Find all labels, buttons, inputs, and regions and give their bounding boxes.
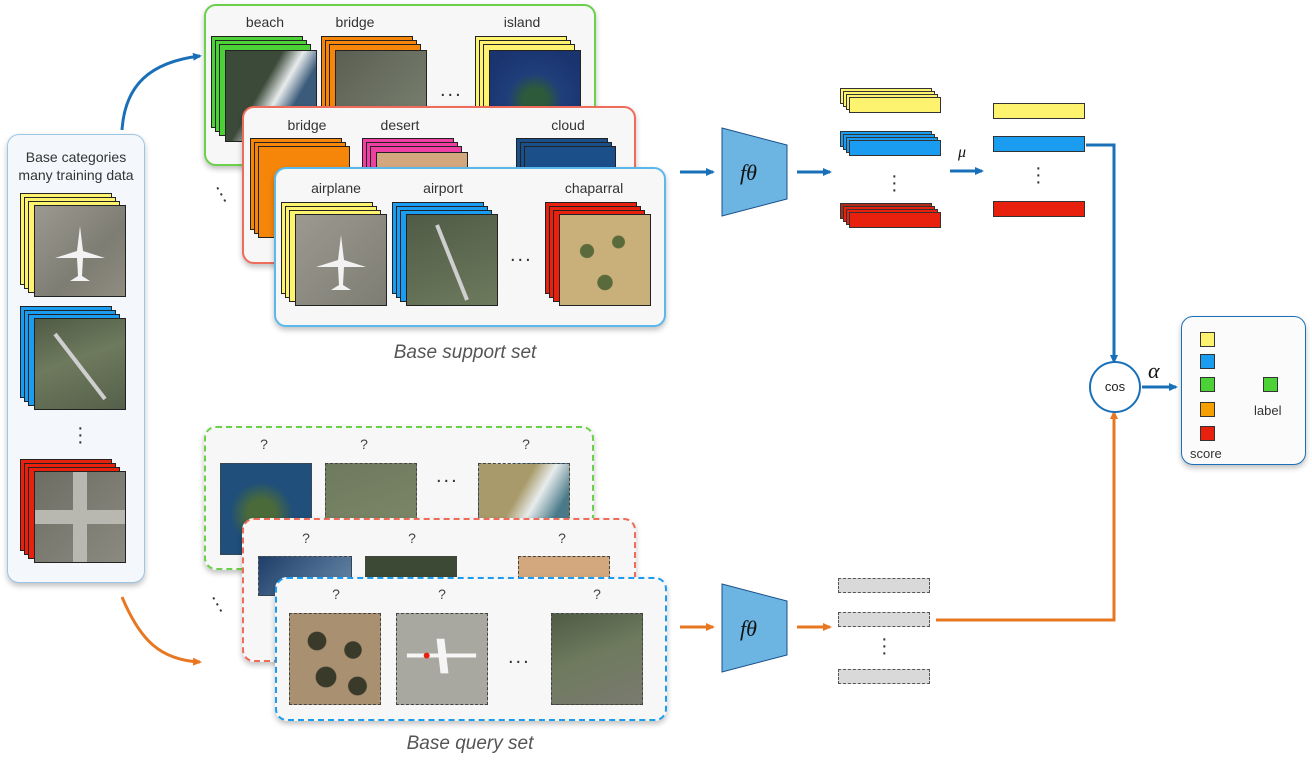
support-back-label-3: island xyxy=(503,14,541,30)
query-front-q3: ? xyxy=(593,586,601,602)
base-vertical-dots: ··· xyxy=(77,417,84,453)
support-back-ellipsis: ... xyxy=(440,79,463,101)
predicted-label-square xyxy=(1263,377,1278,392)
support-back-label-1: beach xyxy=(245,14,285,30)
score-orange xyxy=(1200,402,1215,417)
arrow-to-support xyxy=(120,52,202,131)
cos-circle xyxy=(1089,361,1141,413)
query-feature-1 xyxy=(838,578,930,593)
arrow-qfeatures-cos xyxy=(936,410,1118,622)
query-middle-q2: ? xyxy=(408,530,416,546)
query-back-q3: ? xyxy=(522,436,530,452)
query-feature-2 xyxy=(838,612,930,627)
query-back-q1: ? xyxy=(260,436,268,452)
support-front-ellipsis: ... xyxy=(510,244,533,266)
airport-image xyxy=(34,318,126,410)
arrow-to-query xyxy=(120,596,202,666)
score-text: score xyxy=(1190,446,1222,461)
support-caption: Base support set xyxy=(393,342,537,363)
query-image-airplane xyxy=(396,613,488,705)
score-red xyxy=(1200,426,1215,441)
prototype-red xyxy=(993,201,1085,217)
support-back-label-2: bridge xyxy=(335,14,375,30)
airplane-image xyxy=(34,205,126,297)
query-middle-q1: ? xyxy=(302,530,310,546)
query-feature-dots: ··· xyxy=(881,628,888,664)
support-encoder-label: fθ xyxy=(740,160,757,185)
feature-vertical-dots: ··· xyxy=(891,165,898,201)
support-front-label-2: airport xyxy=(423,180,463,196)
query-encoder-label: fθ xyxy=(740,616,757,641)
base-categories-title-line2: many training data xyxy=(18,167,134,183)
query-front-q1: ? xyxy=(332,586,340,602)
query-back-ellipsis: ... xyxy=(436,465,459,487)
alpha-label: α xyxy=(1148,358,1160,383)
score-blue xyxy=(1200,354,1215,369)
query-feature-3 xyxy=(838,669,930,684)
base-categories-title-line1: Base categories xyxy=(25,149,127,165)
mean-label: μ xyxy=(958,144,967,161)
support-middle-label-1: bridge xyxy=(287,117,327,133)
query-image-airport xyxy=(551,613,643,705)
prototype-yellow xyxy=(993,103,1085,119)
query-middle-q3: ? xyxy=(558,530,566,546)
cos-label: cos xyxy=(1104,379,1126,394)
score-yellow xyxy=(1200,332,1215,347)
prototype-blue xyxy=(993,136,1085,152)
arrow-prototypes-cos xyxy=(1086,143,1118,364)
intersection-image xyxy=(34,471,126,563)
score-green xyxy=(1200,377,1215,392)
support-encoder-shape xyxy=(721,127,788,217)
query-encoder-shape xyxy=(721,583,788,673)
support-middle-label-3: cloud xyxy=(551,117,585,133)
query-caption: Base query set xyxy=(406,733,534,754)
support-middle-label-2: desert xyxy=(380,117,420,133)
query-image-chaparral xyxy=(289,613,381,705)
query-back-q2: ? xyxy=(360,436,368,452)
label-text: label xyxy=(1254,403,1282,418)
support-front-label-3: chaparral xyxy=(564,180,624,196)
prototype-vertical-dots: ··· xyxy=(1035,157,1042,193)
support-front-label-1: airplane xyxy=(311,180,361,196)
query-front-ellipsis: ... xyxy=(508,646,531,668)
query-front-q2: ? xyxy=(438,586,446,602)
